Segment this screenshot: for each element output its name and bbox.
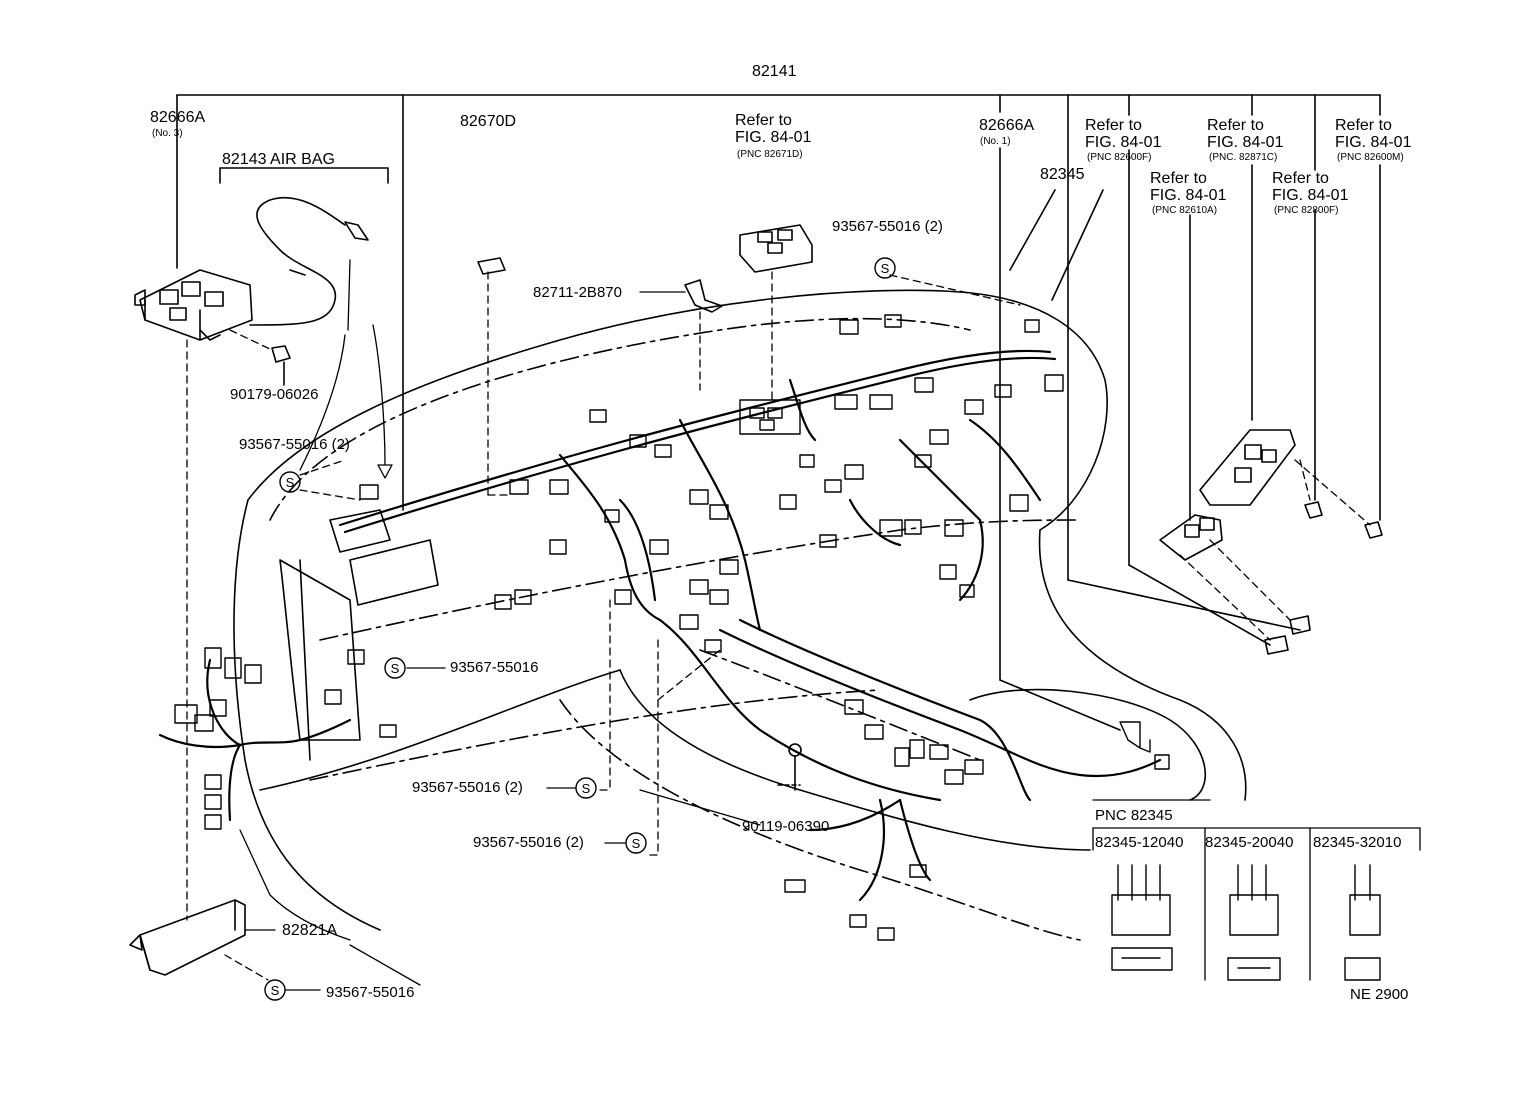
label-ref-d-3: (PNC 82610A) [1152, 205, 1218, 216]
label-screw-mid: 93567-55016 [450, 659, 539, 676]
label-variant-2: 82345-20040 [1205, 834, 1294, 851]
label-pnc-82345: PNC 82345 [1095, 807, 1173, 824]
label-figure-code: NE 2900 [1350, 986, 1409, 1003]
instrument-panel-outline [233, 289, 1247, 941]
airbag-bracket [219, 167, 389, 184]
connectors [174, 314, 1170, 941]
label-ref-c-2: FIG. 84-01 [1335, 134, 1412, 151]
bracket-82711 [684, 279, 723, 313]
label-82666A-no1-sub: (No. 1) [980, 136, 1011, 147]
label-ref-a-2: FIG. 84-01 [1085, 134, 1162, 151]
label-ref-a-3: (PNC 82600F) [1087, 152, 1152, 163]
label-leader-lines [239, 259, 1421, 991]
label-ref-c-1: Refer to [1335, 117, 1392, 134]
label-ref-a-1: Refer to [1085, 117, 1142, 134]
svg-text:S: S [632, 836, 641, 851]
label-ref-d-1: Refer to [1150, 170, 1207, 187]
svg-text:S: S [881, 261, 890, 276]
label-screw-left: 93567-55016 (2) [239, 436, 350, 453]
right-relay-blocks [1159, 429, 1383, 655]
screw-letters: S S S S S S [271, 261, 890, 998]
label-ref-e-3: (PNC 82800F) [1274, 205, 1339, 216]
dash-vent-panel [349, 539, 439, 606]
relay-box-82671D [739, 224, 813, 273]
label-screw-top: 93567-55016 (2) [832, 218, 943, 235]
dashed-reference-lines [186, 271, 1371, 981]
bracket-82821A [129, 899, 246, 976]
relay-82670D [477, 257, 506, 275]
label-82666A-no3: 82666A [150, 109, 206, 126]
label-ref-center-1: Refer to [735, 112, 792, 129]
variant-connectors [1111, 864, 1381, 981]
label-82141: 82141 [752, 63, 797, 80]
label-screw-low1: 93567-55016 (2) [412, 779, 523, 796]
label-82345: 82345 [1040, 166, 1085, 183]
clip-90179 [271, 345, 291, 363]
label-ref-b-3: (PNC. 82871C) [1209, 152, 1278, 163]
label-screw-low2: 93567-55016 (2) [473, 834, 584, 851]
label-ref-center-3: (PNC 82671D) [737, 149, 803, 160]
label-ref-e-2: FIG. 84-01 [1272, 187, 1349, 204]
label-ref-e-1: Refer to [1272, 170, 1329, 187]
label-clip-90179: 90179-06026 [230, 386, 319, 403]
label-82670D: 82670D [460, 113, 517, 130]
label-ref-center-2: FIG. 84-01 [735, 129, 812, 146]
label-ref-b-1: Refer to [1207, 117, 1264, 134]
screw-symbols [264, 257, 896, 1001]
label-82821A: 82821A [282, 922, 338, 939]
label-82666A-no1: 82666A [979, 117, 1035, 134]
label-screw-bottom: 93567-55016 [326, 984, 415, 1001]
svg-text:S: S [286, 475, 295, 490]
airbag-cable [249, 197, 369, 326]
main-harness-wiring [158, 349, 1162, 902]
label-variant-1: 82345-12040 [1095, 834, 1184, 851]
harness-leader-lines [176, 94, 1381, 731]
label-ref-c-3: (PNC 82600M) [1337, 152, 1404, 163]
junction-block-no3 [134, 269, 253, 341]
label-ref-d-2: FIG. 84-01 [1150, 187, 1227, 204]
label-bolt-90119: 90119-06390 [742, 818, 830, 835]
svg-text:S: S [391, 661, 400, 676]
label-ref-b-2: FIG. 84-01 [1207, 134, 1284, 151]
label-airbag: 82143 AIR BAG [222, 151, 335, 168]
bolt-90119 [777, 743, 802, 791]
label-82666A-no3-sub: (No. 3) [152, 128, 183, 139]
label-bracket-82711: 82711-2B870 [533, 284, 622, 301]
label-variant-3: 82345-32010 [1313, 834, 1402, 851]
svg-text:S: S [582, 781, 591, 796]
svg-text:S: S [271, 983, 280, 998]
